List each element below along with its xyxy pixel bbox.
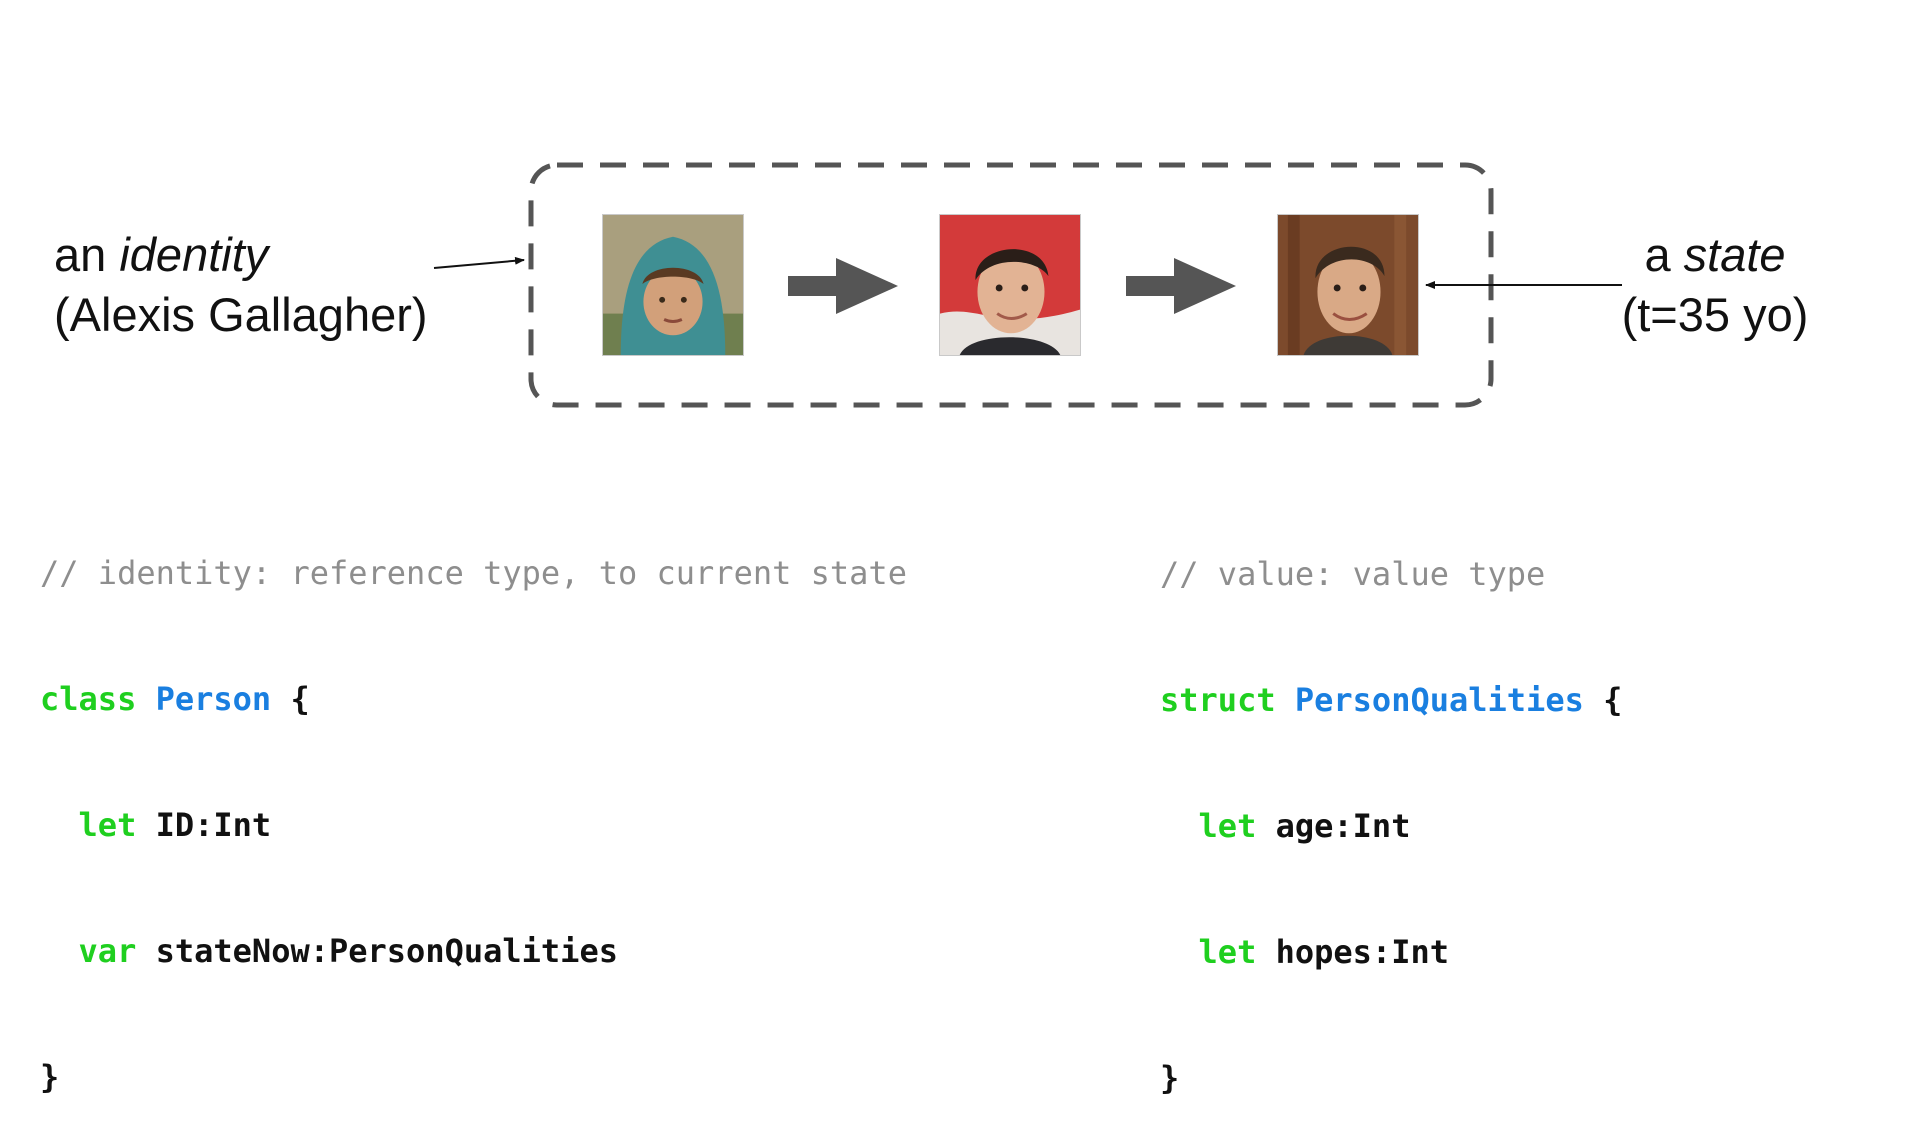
code-line-comment: // identity: reference type, to current … [40,554,907,592]
code-line-close-brace: } [40,1058,60,1096]
code-line-close-brace: } [1160,1059,1180,1097]
transition-arrow-2 [1126,258,1236,314]
code-line-let-age: let age:Int [1198,807,1411,845]
transition-arrow-1 [788,258,898,314]
code-line-class-decl: class Person { [40,680,310,718]
code-line-var-state: var stateNow:PersonQualities [78,932,618,970]
photo-icon [603,215,743,355]
young-man-photo [939,214,1081,356]
state-label: a state (t=35 yo) [1610,225,1820,345]
code-block-struct-person-qualities: // value: value type struct PersonQualit… [1160,469,1622,1141]
identity-label-line2: (Alexis Gallagher) [54,288,428,341]
adult-man-photo [1277,214,1419,356]
state-emphasis: state [1683,228,1786,281]
identity-emphasis: identity [119,228,269,281]
code-line-let-hopes: let hopes:Int [1198,933,1449,971]
child-in-hood-photo [602,214,744,356]
code-line-comment: // value: value type [1160,555,1546,593]
identity-label-line1: an identity [54,228,269,281]
code-line-struct-decl: struct PersonQualities { [1160,681,1623,719]
identity-diagram [433,162,1622,408]
identity-label: an identity (Alexis Gallagher) [54,225,428,345]
photo-icon [1278,215,1418,355]
code-line-let-id: let ID:Int [78,806,272,844]
identity-pointer-arrow [433,256,525,269]
state-label-line1: a state [1644,228,1786,281]
code-block-class-person: // identity: reference type, to current … [40,468,907,1140]
photo-icon [940,215,1080,355]
state-label-line2: (t=35 yo) [1621,288,1809,341]
